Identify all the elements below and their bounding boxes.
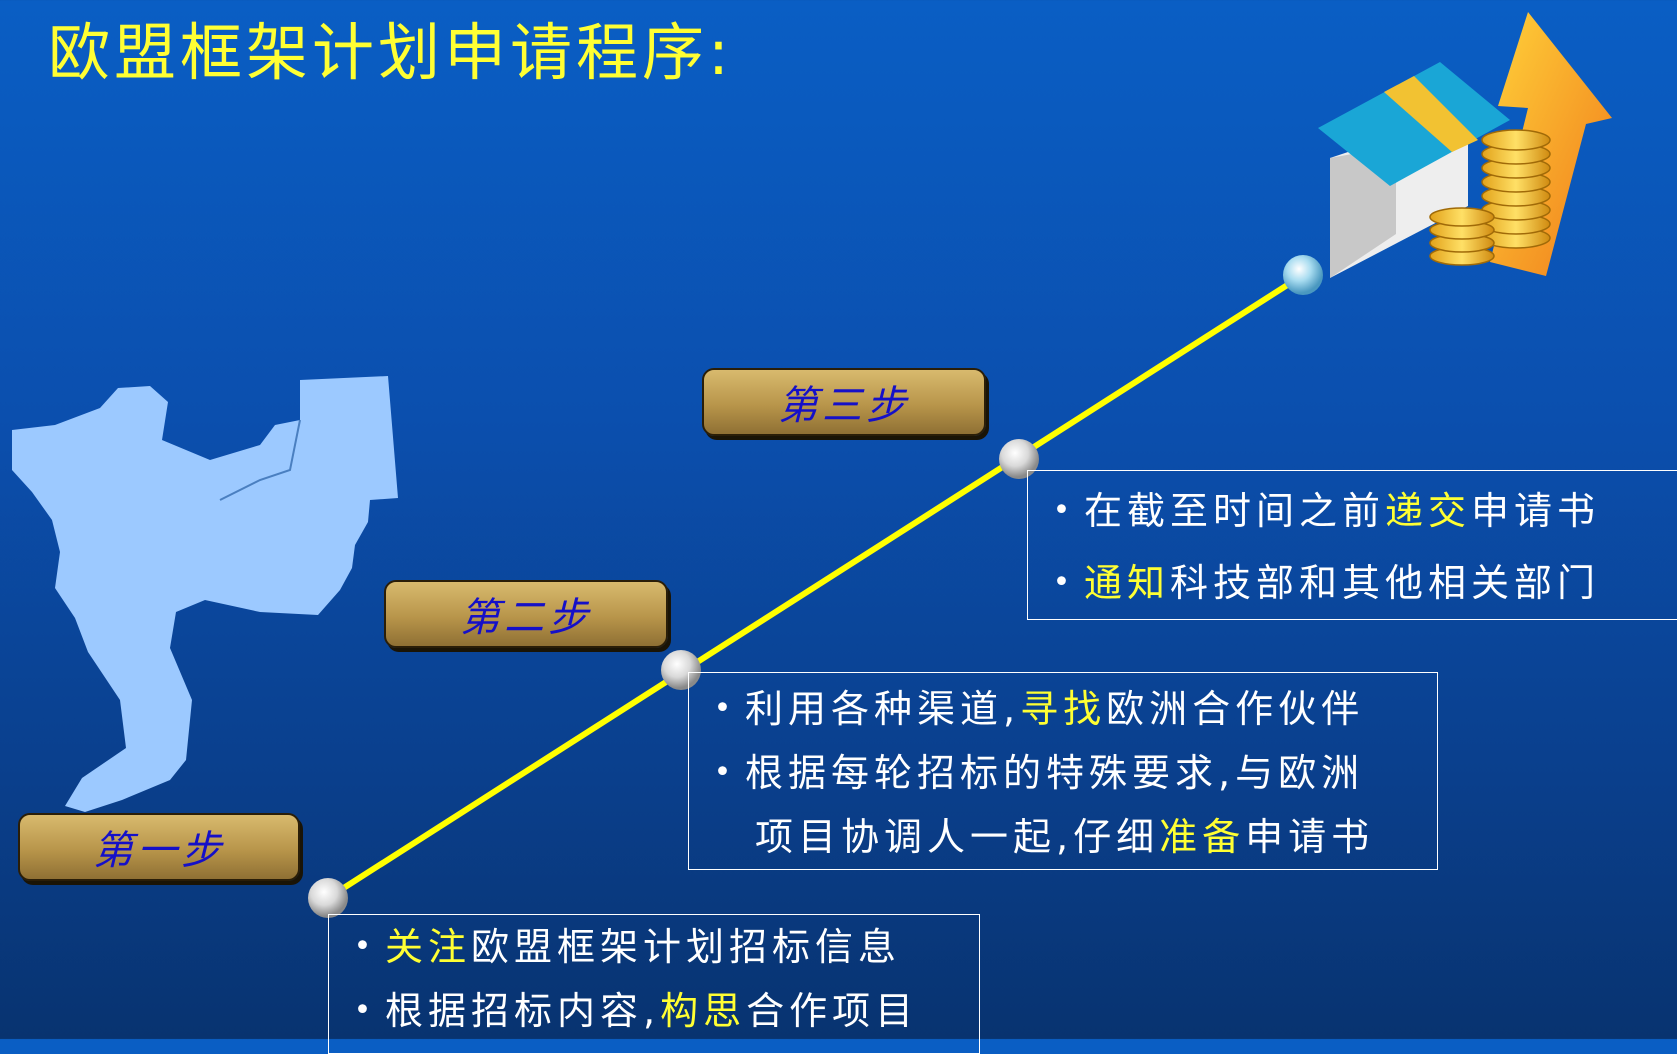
body-text: 在截至时间之前 — [1084, 489, 1386, 533]
body-text: 项目协调人一起,仔细 — [755, 815, 1160, 859]
bullet-item: •关注欧盟框架计划招标信息 — [345, 915, 979, 979]
step-2-details: •利用各种渠道,寻找欧洲合作伙伴 •根据每轮招标的特殊要求,与欧洲 项目协调人一… — [688, 672, 1438, 870]
highlight-text: 构思 — [660, 989, 747, 1033]
bullet-dot-icon: • — [353, 929, 377, 964]
bullet-item: •根据每轮招标的特殊要求,与欧洲 — [705, 741, 1437, 805]
highlight-text: 寻找 — [1020, 687, 1107, 731]
bullet-dot-icon: • — [713, 691, 737, 726]
bullet-item: •在截至时间之前递交申请书 — [1044, 475, 1677, 547]
step-2-label: 第二步 — [384, 580, 668, 648]
highlight-text: 关注 — [385, 925, 472, 969]
body-text: 根据招标内容, — [385, 989, 661, 1033]
bullet-continuation: 项目协调人一起,仔细准备申请书 — [705, 805, 1437, 869]
milestone-2-icon — [661, 650, 701, 690]
page-title: 欧盟框架计划申请程序: — [48, 16, 733, 89]
step-3-details: •在截至时间之前递交申请书 •通知科技部和其他相关部门 — [1027, 470, 1677, 620]
step-1-label: 第一步 — [18, 813, 300, 881]
milestone-1-icon — [308, 878, 348, 918]
step-1-details: •关注欧盟框架计划招标信息 •根据招标内容,构思合作项目 — [328, 914, 980, 1054]
milestone-goal-icon — [1283, 255, 1323, 295]
body-text: 根据每轮招标的特殊要求,与欧洲 — [745, 751, 1365, 795]
bullet-item: •利用各种渠道,寻找欧洲合作伙伴 — [705, 677, 1437, 741]
highlight-text: 递交 — [1385, 489, 1472, 533]
body-text: 科技部和其他相关部门 — [1170, 561, 1601, 605]
body-text: 欧洲合作伙伴 — [1106, 687, 1365, 731]
body-text: 合作项目 — [746, 989, 919, 1033]
person-figure-icon — [12, 376, 398, 812]
bullet-item: •根据招标内容,构思合作项目 — [345, 979, 979, 1043]
bullet-item: •通知科技部和其他相关部门 — [1044, 547, 1677, 619]
bullet-dot-icon: • — [1052, 493, 1076, 528]
highlight-text: 准备 — [1159, 815, 1246, 859]
step-3-label: 第三步 — [702, 368, 986, 436]
milestone-3-icon — [999, 439, 1039, 479]
bullet-dot-icon: • — [1052, 565, 1076, 600]
bullet-dot-icon: • — [353, 993, 377, 1028]
timeline-line — [326, 272, 1305, 901]
body-text: 申请书 — [1245, 815, 1375, 859]
body-text: 申请书 — [1471, 489, 1601, 533]
body-text: 利用各种渠道, — [745, 687, 1021, 731]
highlight-text: 通知 — [1084, 561, 1171, 605]
bullet-dot-icon: • — [713, 755, 737, 790]
body-text: 欧盟框架计划招标信息 — [471, 925, 902, 969]
money-growth-icon — [1318, 12, 1612, 278]
